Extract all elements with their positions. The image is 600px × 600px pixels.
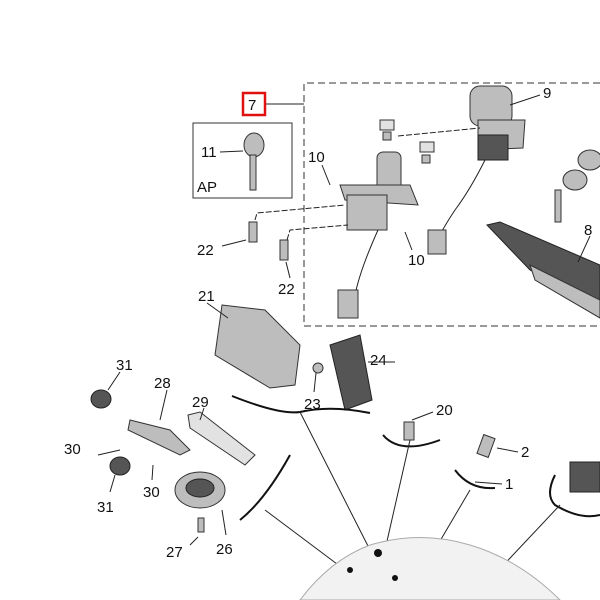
plate-part[interactable] <box>486 221 600 319</box>
callout-29[interactable]: 29 <box>192 394 209 411</box>
callout-20[interactable]: 20 <box>436 402 453 419</box>
callout-9[interactable]: 9 <box>543 85 551 102</box>
damper-part[interactable] <box>90 389 112 409</box>
sensor-part[interactable] <box>403 421 415 441</box>
callout-7[interactable]: 7 <box>248 97 256 114</box>
highlighted-callout-box[interactable] <box>241 91 267 117</box>
callout-27[interactable]: 27 <box>166 544 183 561</box>
callout-26[interactable]: 26 <box>216 541 233 558</box>
relay-part[interactable] <box>329 334 373 411</box>
connector-part[interactable] <box>569 461 600 493</box>
callout-10[interactable]: 10 <box>408 252 425 269</box>
callout-24[interactable]: 24 <box>370 352 387 369</box>
bolt-part[interactable] <box>248 221 258 243</box>
callout-22[interactable]: 22 <box>197 242 214 259</box>
ap-kit-box <box>192 122 293 199</box>
screw-part[interactable] <box>312 362 324 374</box>
lock-cylinder-part[interactable] <box>427 85 526 255</box>
bracket-part[interactable] <box>214 304 301 389</box>
main-switch-part[interactable] <box>337 119 435 319</box>
stay-part[interactable] <box>187 411 256 466</box>
callout-ap: AP <box>197 179 217 196</box>
bracket-part[interactable] <box>127 419 191 456</box>
bolt-part[interactable] <box>197 517 205 533</box>
callout-28[interactable]: 28 <box>154 375 171 392</box>
callout-21[interactable]: 21 <box>198 288 215 305</box>
assembly-group-box <box>303 82 600 327</box>
key-part[interactable] <box>243 132 265 191</box>
callout-11[interactable]: 11 <box>201 144 217 161</box>
callout-2[interactable]: 2 <box>521 444 529 461</box>
callout-10[interactable]: 10 <box>308 149 325 166</box>
vehicle-frame-outline <box>299 537 561 600</box>
callout-30[interactable]: 30 <box>143 484 160 501</box>
callout-30[interactable]: 30 <box>64 441 81 458</box>
callout-31[interactable]: 31 <box>97 499 114 516</box>
bolt-part[interactable] <box>279 239 289 261</box>
callout-8[interactable]: 8 <box>584 222 592 239</box>
sensor-part[interactable] <box>476 433 496 459</box>
callout-31[interactable]: 31 <box>116 357 133 374</box>
callout-22[interactable]: 22 <box>278 281 295 298</box>
key-set-part[interactable] <box>554 149 600 223</box>
callout-1[interactable]: 1 <box>505 476 513 493</box>
damper-part[interactable] <box>109 456 131 476</box>
